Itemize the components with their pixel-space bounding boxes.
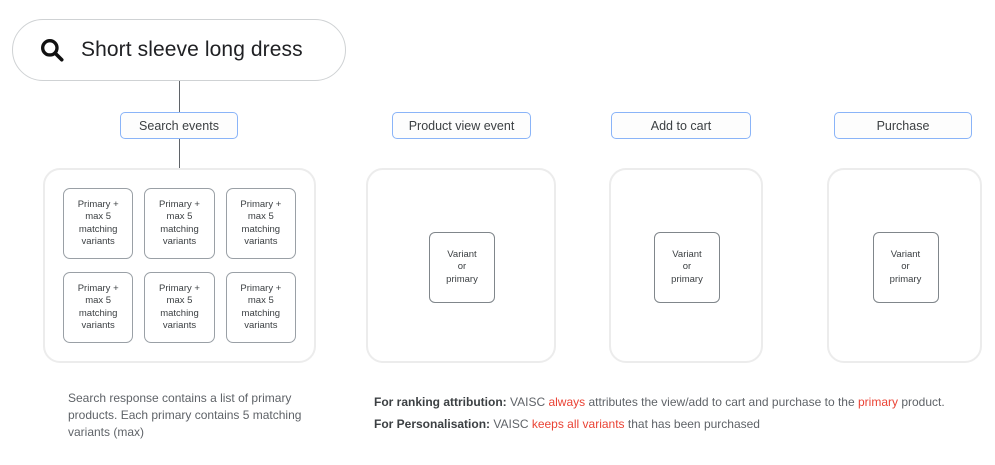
annotation-ranking-attribution: For ranking attribution: VAISC always at… [374,391,989,413]
connector-line-search-to-events [179,81,180,112]
panel-product-view-event: Variant or primary [366,168,556,363]
stage-header-search-events[interactable]: Search events [120,112,238,139]
search-icon [41,39,64,62]
connector-line-events-to-panel [179,139,180,168]
result-card[interactable]: Primary + max 5 matching variants [63,188,134,259]
annotation-label: For Personalisation: [374,417,491,431]
annotation-text: VAISC [490,417,532,431]
annotation-highlight: keeps all variants [531,417,625,431]
variant-card[interactable]: Variant or primary [872,232,939,303]
annotation-text: attributes the view/add to cart and purc… [585,395,858,409]
annotation-text: VAISC [506,395,549,409]
result-card[interactable]: Primary + max 5 matching variants [144,188,215,259]
result-card[interactable]: Primary + max 5 matching variants [144,272,215,343]
result-card[interactable]: Primary + max 5 matching variants [225,188,296,259]
stage-header-add-to-cart[interactable]: Add to cart [611,112,751,139]
annotation-text: that has been purchased [624,417,760,431]
result-card[interactable]: Primary + max 5 matching variants [225,272,296,343]
annotations-block: For ranking attribution: VAISC always at… [374,391,989,435]
search-bar[interactable]: Short sleeve long dress [12,19,346,81]
search-query-text: Short sleeve long dress [81,38,303,61]
variant-card[interactable]: Variant or primary [654,232,720,303]
annotation-text: product. [898,395,945,409]
variant-card[interactable]: Variant or primary [429,232,495,303]
result-card[interactable]: Primary + max 5 matching variants [63,272,134,343]
search-results-grid: Primary + max 5 matching variants Primar… [63,188,296,343]
stage-header-purchase[interactable]: Purchase [834,112,972,139]
caption-search-response: Search response contains a list of prima… [68,391,302,439]
annotation-highlight: primary [857,395,898,409]
annotation-highlight: always [548,395,586,409]
panel-purchase: Variant or primary [827,168,982,363]
annotation-label: For ranking attribution: [374,395,507,409]
panel-search-events: Primary + max 5 matching variants Primar… [43,168,316,363]
panel-add-to-cart: Variant or primary [609,168,763,363]
annotation-personalisation: For Personalisation: VAISC keeps all var… [374,413,989,435]
stage-header-product-view-event[interactable]: Product view event [392,112,531,139]
